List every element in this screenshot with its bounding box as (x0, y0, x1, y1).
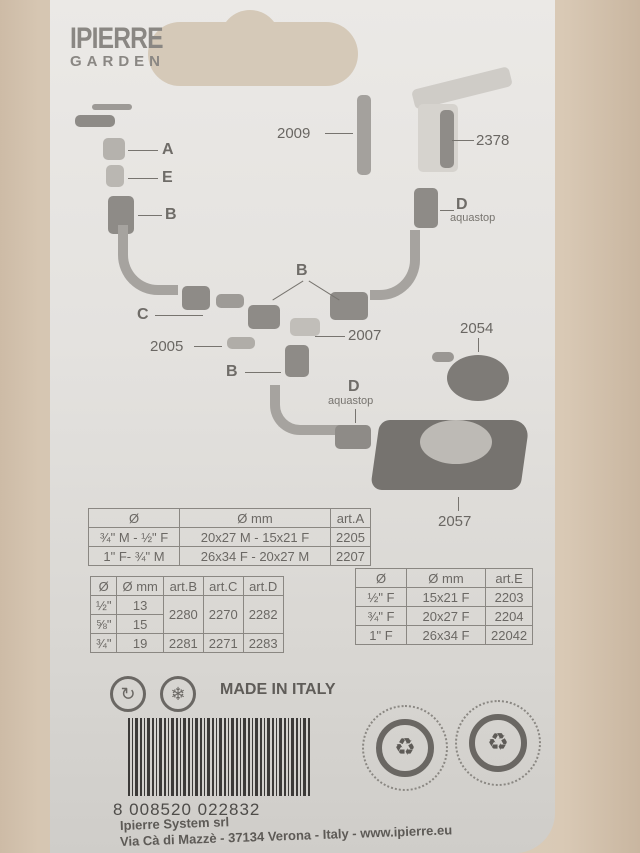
table-row: 1" F- ¾" M 26x34 F - 20x27 M 2207 (88, 546, 371, 566)
part-2057: 2057 (438, 513, 472, 530)
connector-b-low-icon (285, 345, 309, 377)
connector-c-icon (182, 286, 210, 310)
th-diameter-mm: Ø mm (179, 508, 331, 528)
adapter-e-icon (106, 165, 124, 187)
faucet-handle-icon (92, 104, 132, 110)
part-2009: 2009 (277, 125, 311, 142)
brand-sub: GARDEN (70, 53, 166, 70)
label-d-low: D (348, 378, 360, 395)
sprinkler-2057-top-icon (420, 420, 492, 464)
sprinkler-2054-icon (447, 355, 509, 401)
table-art-a: Ø Ø mm art.A ¾" M - ½" F 20x27 M - 15x21… (88, 508, 371, 566)
part-2005: 2005 (150, 338, 184, 355)
hang-hole (148, 10, 358, 86)
table-row: ¾" F 20x27 F 2204 (355, 606, 534, 626)
recycled-paper-seal-icon: ♻ (362, 705, 448, 791)
nipple-2005-icon (227, 337, 255, 349)
label-b-low: B (226, 363, 238, 380)
hose-right-icon (370, 230, 420, 300)
table-header: Ø Ø mm art.E (355, 568, 534, 588)
adapter-a-icon (103, 138, 125, 160)
label-d-top-aquastop: aquastop (450, 212, 496, 224)
label-e: E (162, 169, 173, 186)
barcode (128, 718, 310, 796)
part-2007: 2007 (348, 327, 382, 344)
table-row: ¾" 19 2281 2271 2283 (89, 633, 284, 653)
green-dot-recycle-icon: ↻ (110, 676, 146, 712)
hose-bottom-icon (270, 385, 340, 435)
table-row: ⅝" 15 (89, 614, 284, 634)
table-header: Ø Ø mm art.B art.C art.D (89, 576, 284, 596)
connector-b-mid-icon (248, 305, 280, 329)
recycled-paper-seal-icon: ♻ (455, 700, 541, 786)
barcode-number: 8 008520 022832 (113, 800, 261, 819)
hose-segment-icon (216, 294, 244, 308)
table-art-e: Ø Ø mm art.E ½" F 15x21 F 2203 ¾" F 20x2… (355, 568, 534, 645)
sprinkler-2054-nozzle-icon (432, 352, 454, 362)
label-d-top: D (456, 196, 468, 213)
th-art-a: art.A (330, 508, 371, 528)
label-b-top: B (296, 262, 308, 279)
table-row: ½" F 15x21 F 2203 (355, 587, 534, 607)
label-b-left: B (165, 206, 177, 223)
table-art-bcd: Ø Ø mm art.B art.C art.D ½" 13 2280 2270… (89, 576, 284, 653)
label-c: C (137, 306, 149, 323)
made-in-italy: MADE IN ITALY (220, 681, 336, 698)
connector-d-top-icon (414, 188, 438, 228)
label-a: A (162, 141, 174, 158)
table-row: 1" F 26x34 F 22042 (355, 625, 534, 645)
spray-nozzle-2009-icon (357, 95, 371, 175)
spray-gun-trigger-icon (440, 110, 454, 168)
table-row: ½" 13 2280 2270 2282 (89, 595, 284, 634)
table-header: Ø Ø mm art.A (88, 508, 371, 528)
y-connector-icon (290, 318, 320, 336)
label-d-low-aquastop: aquastop (328, 395, 374, 407)
brand-logo: IPIERRE (70, 22, 164, 55)
table-row: ¾" M - ½" F 20x27 M - 15x21 F 2205 (88, 527, 371, 547)
th-diameter: Ø (88, 508, 180, 528)
connector-d-aquastop-icon (335, 425, 371, 449)
hose-left-icon (118, 225, 178, 295)
part-2378: 2378 (476, 132, 510, 149)
faucet-icon (75, 115, 115, 127)
no-frost-snowflake-icon: ❄ (160, 676, 196, 712)
part-2054: 2054 (460, 320, 494, 337)
